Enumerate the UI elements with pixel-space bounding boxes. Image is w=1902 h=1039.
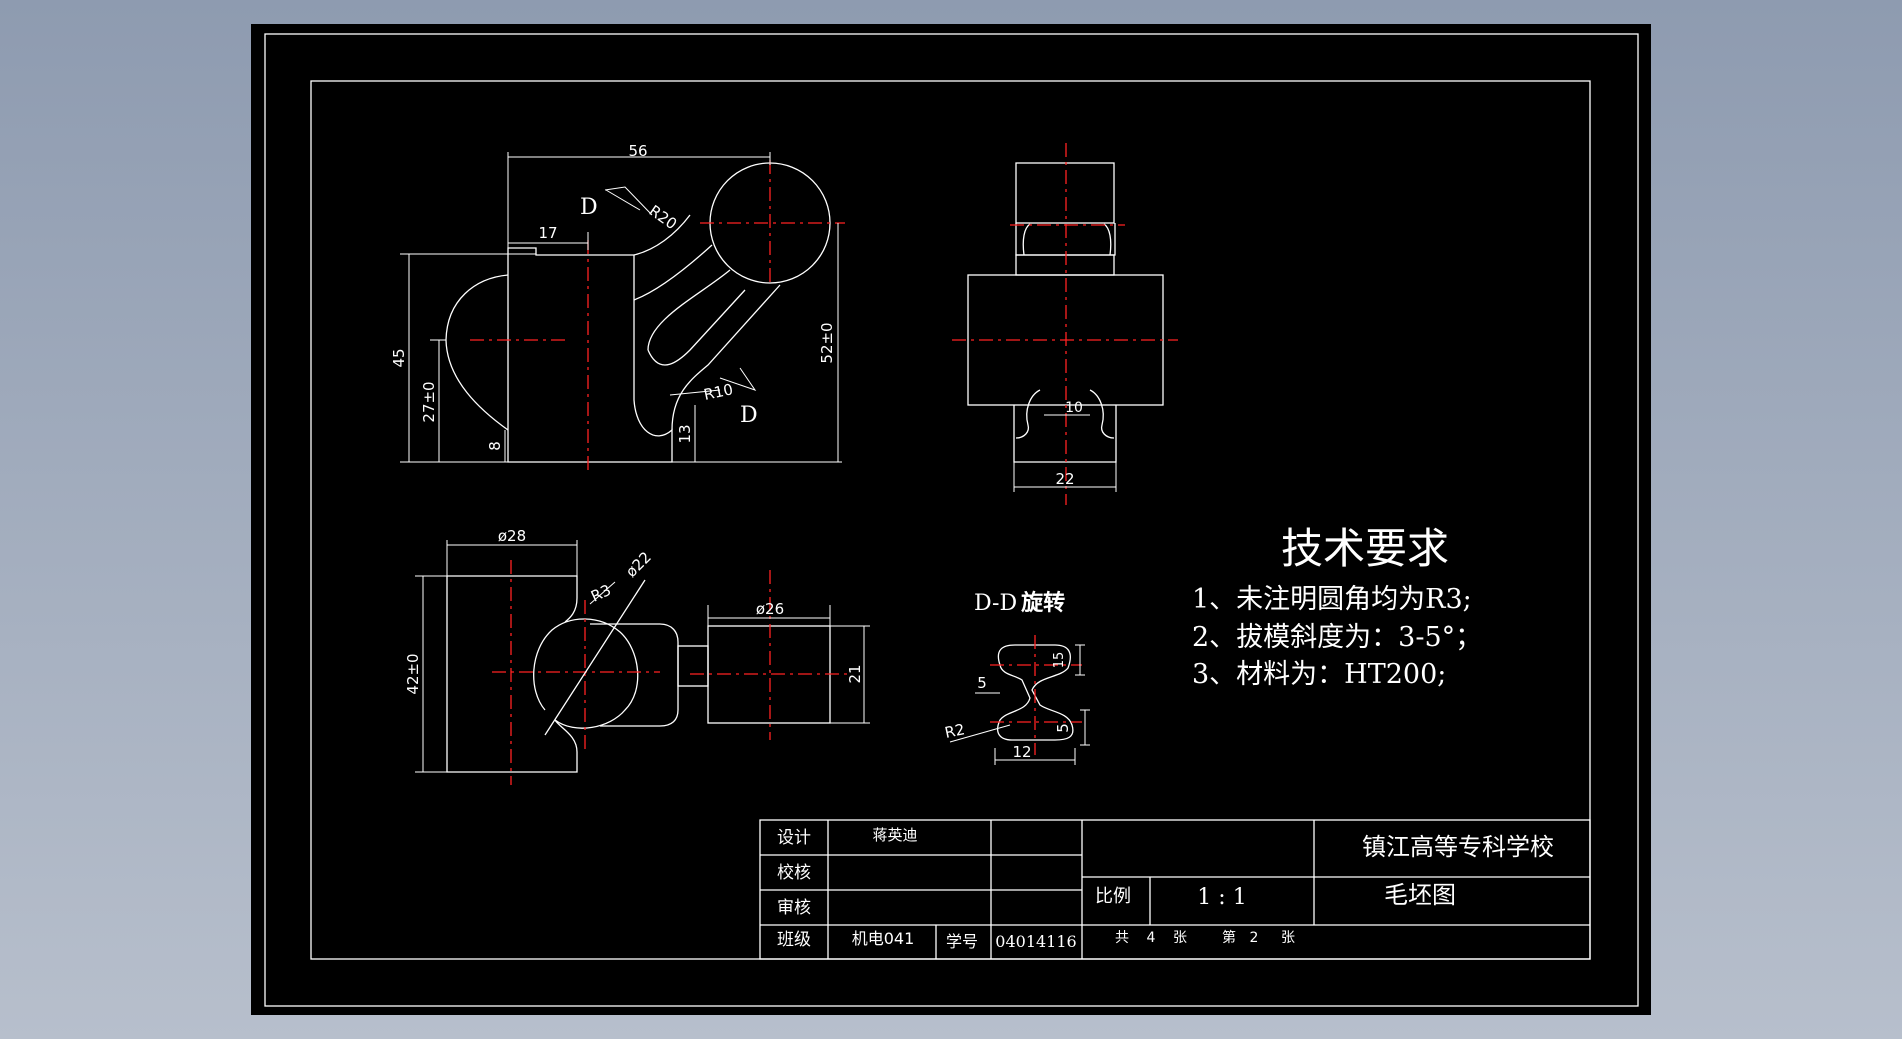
- title-block: 设计 蒋英迪 校核 审核 班级 机电041 学号 04014116 镇江高等专科…: [759, 819, 1591, 960]
- front-view-dimensions: 56 17 45 27±0 8 13 52±0 R20 R10 D D: [390, 142, 842, 463]
- section-dim-5b: 5: [1054, 723, 1072, 733]
- top-dim-42: 42±0: [404, 653, 422, 694]
- label-design: 设计: [777, 828, 811, 848]
- section-dim-5a: 5: [977, 674, 987, 692]
- label-review: 审核: [777, 898, 811, 918]
- front-dim-8: 8: [486, 441, 504, 451]
- technical-requirements: 技术要求 1、未注明圆角均为R3; 2、拔模斜度为：3-5°； 3、材料为：HT…: [1192, 524, 1482, 690]
- label-student-no: 学号: [946, 932, 978, 951]
- top-dim-21: 21: [846, 664, 864, 683]
- sheet-no-label: 第: [1222, 929, 1236, 946]
- front-dim-r10: R10: [702, 380, 735, 404]
- svg-text:56: 56: [628, 142, 647, 160]
- section-mark-d-top: D: [580, 195, 598, 220]
- side-dim-10: 10: [1065, 400, 1083, 416]
- drawing-name: 毛坯图: [1384, 881, 1456, 909]
- side-view-dimensions: 10 22: [1013, 400, 1117, 492]
- requirement-item-3: 3、材料为：HT200;: [1192, 659, 1446, 690]
- requirement-item-1: 1、未注明圆角均为R3;: [1192, 584, 1472, 615]
- front-dim-27: 27±0: [420, 381, 438, 422]
- front-dim-17: 17: [538, 224, 557, 242]
- requirements-title: 技术要求: [1281, 524, 1449, 573]
- sheets-total-label: 共: [1115, 930, 1129, 946]
- requirement-item-2: 2、拔模斜度为：3-5°；: [1192, 622, 1482, 653]
- scale-value: 1 : 1: [1197, 885, 1246, 910]
- side-dim-22: 22: [1055, 470, 1074, 488]
- label-class: 班级: [777, 930, 811, 950]
- front-dim-56: 56: [628, 142, 647, 160]
- sheets-unit-1: 张: [1173, 930, 1187, 946]
- section-mark-d-bottom: D: [740, 403, 758, 428]
- label-check: 校核: [777, 863, 811, 883]
- section-dim-15: 15: [1052, 652, 1067, 669]
- top-dim-phi28: ø28: [498, 527, 526, 545]
- svg-text:17: 17: [538, 224, 557, 242]
- label-scale: 比例: [1095, 886, 1131, 907]
- section-dim-12: 12: [1012, 743, 1031, 761]
- section-dim-r2: R2: [943, 720, 966, 742]
- sheets-total: 4: [1147, 930, 1156, 946]
- top-dim-phi26: ø26: [756, 600, 784, 618]
- front-view: [445, 160, 845, 472]
- sheet-no: 2: [1250, 930, 1259, 946]
- front-dim-45: 45: [390, 348, 408, 367]
- drawing-sheet: [251, 24, 1651, 1015]
- front-dim-13: 13: [676, 424, 694, 443]
- student-no: 04014116: [995, 932, 1076, 951]
- school-name: 镇江高等专科学校: [1362, 833, 1554, 861]
- top-view: [446, 560, 850, 785]
- front-dim-52: 52±0: [818, 322, 836, 363]
- side-view: [952, 143, 1178, 505]
- sheets-unit-2: 张: [1281, 930, 1295, 946]
- class-value: 机电041: [852, 929, 915, 948]
- designer-name: 蒋英迪: [872, 826, 917, 844]
